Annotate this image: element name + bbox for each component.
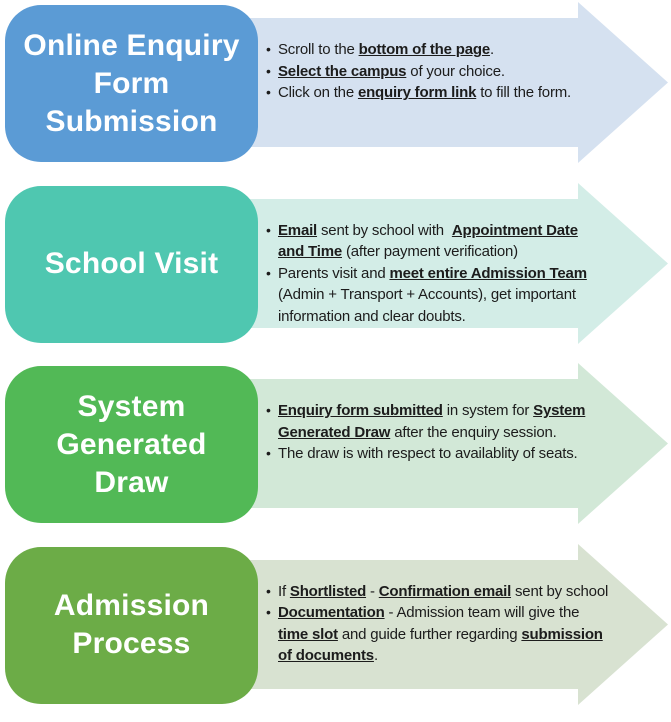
process-step-school-visit: School Visit • Email sent by school with …	[0, 181, 671, 362]
step-label: School Visit	[44, 247, 219, 280]
step-details: • Scroll to the bottom of the page. • Selec…	[266, 39, 596, 104]
right-arrow-shape	[207, 2, 668, 163]
step-label-box: System Generated Draw	[5, 366, 258, 523]
step-label-box: Online Enquiry Form Submission	[5, 5, 258, 162]
step-details: • Enquiry form submitted in system for Sy…	[266, 400, 596, 465]
process-step-system-generated-draw: System Generated Draw • Enquiry form subm…	[0, 361, 671, 542]
bullet-item: • Documentation - Admission team will giv…	[266, 602, 603, 667]
bullet-item: • Scroll to the bottom of the page.	[266, 39, 596, 61]
step-label: System Generated Draw	[56, 389, 207, 499]
bullet-text: If Shortlisted - Confirmation email sent…	[278, 582, 609, 600]
step-label-box: School Visit	[5, 185, 258, 343]
bullet-marker-icon: •	[266, 221, 271, 238]
bullet-text: Scroll to the bottom of the page.	[278, 41, 494, 58]
bullet-item: • Click on the enquiry form link to fill …	[266, 82, 596, 104]
bullet-text: Documentation - Admission team will give…	[278, 604, 603, 664]
bullet-text: Email sent by school with Appointment Da…	[278, 221, 578, 261]
step-label: Admission Process	[53, 589, 210, 660]
bullet-marker-icon: •	[266, 445, 271, 461]
right-arrow-shape	[207, 182, 668, 344]
bullet-text: Parents visit and meet entire Admission …	[278, 264, 587, 325]
right-arrow-icon	[207, 543, 668, 705]
bullet-marker-icon: •	[266, 604, 271, 620]
bullet-marker-icon: •	[266, 582, 271, 599]
right-arrow-shape	[207, 543, 668, 705]
bullet-item: • Parents visit and meet entire Admission…	[266, 263, 596, 328]
right-arrow-icon	[207, 182, 668, 344]
bullet-marker-icon: •	[266, 62, 271, 79]
right-arrow-shape	[207, 363, 668, 524]
bullet-item: • Select the campus of your choice.	[266, 61, 596, 83]
bullet-marker-icon: •	[266, 264, 271, 281]
bullet-item: • Enquiry form submitted in system for Sy…	[266, 400, 596, 443]
process-step-online-enquiry: Online Enquiry Form Submission • Scroll t…	[0, 0, 671, 181]
right-arrow-icon	[207, 2, 668, 163]
bullet-item: • If Shortlisted - Confirmation email sen…	[266, 581, 608, 603]
bullet-text: Enquiry form submitted in system for Sys…	[278, 402, 586, 441]
bullet-text: The draw is with respect to availablity …	[278, 445, 578, 462]
right-arrow-icon	[207, 363, 668, 524]
bullet-marker-icon: •	[266, 402, 271, 418]
bullet-text: Select the campus of your choice.	[278, 62, 505, 80]
bullet-item: • Email sent by school with Appointment D…	[266, 220, 596, 263]
step-details: • If Shortlisted - Confirmation email sen…	[266, 581, 608, 667]
step-label: Online Enquiry Form Submission	[23, 28, 240, 138]
bullet-marker-icon: •	[266, 84, 271, 100]
bullet-item: • The draw is with respect to availablity…	[266, 443, 596, 465]
bullet-text: Click on the enquiry form link to fill t…	[278, 84, 571, 101]
step-label-box: Admission Process	[5, 546, 258, 704]
step-details: • Email sent by school with Appointment D…	[266, 220, 596, 328]
process-step-admission-process: Admission Process • If Shortlisted - Conf…	[0, 542, 671, 722]
bullet-marker-icon: •	[266, 41, 271, 57]
